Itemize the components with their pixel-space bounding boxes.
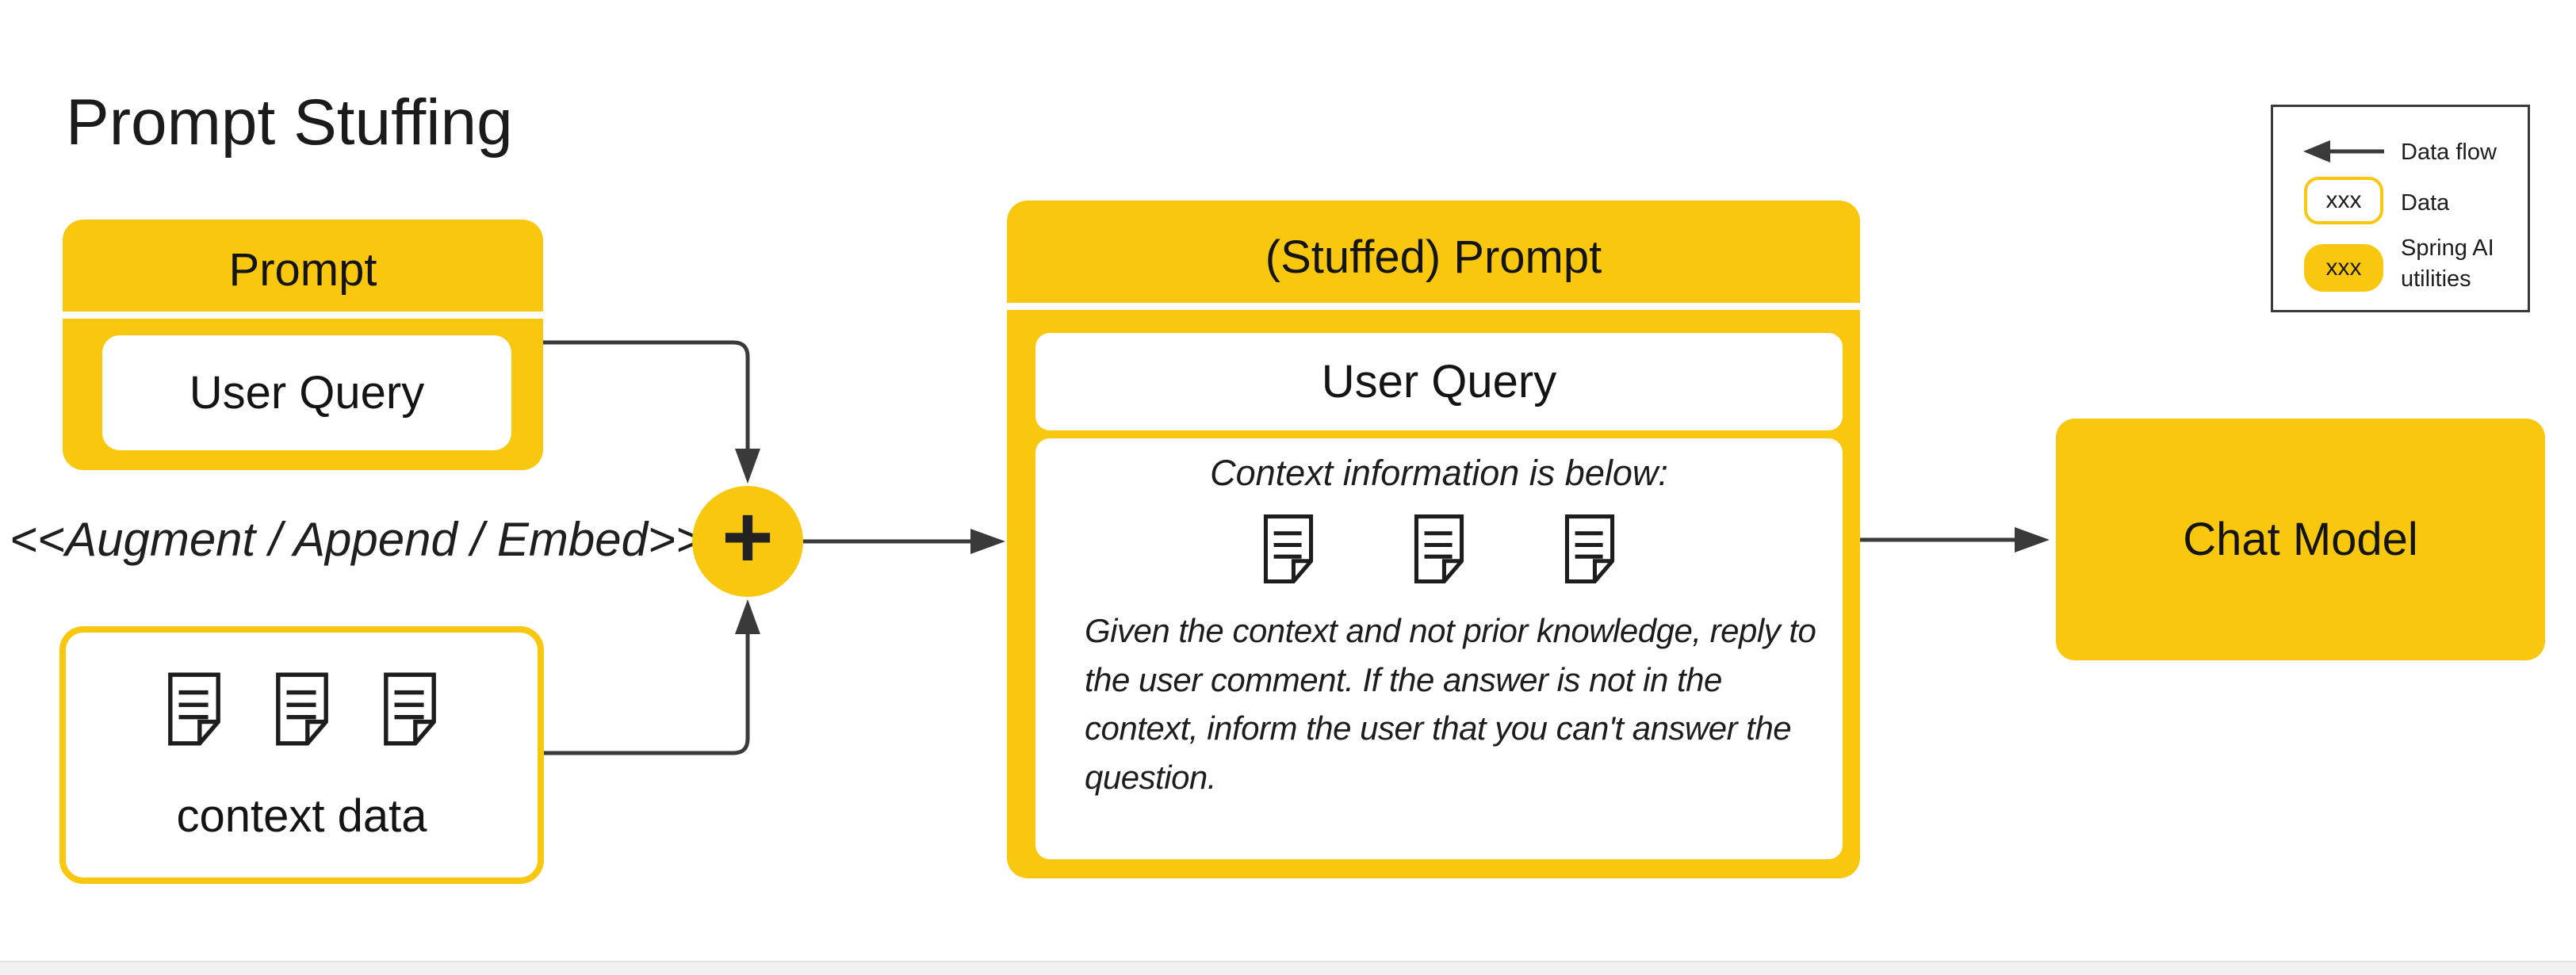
document-icon — [275, 672, 328, 746]
context-data-box: context data — [59, 626, 544, 884]
legend: Data flow xxx Data xxx Spring AI utiliti… — [2271, 105, 2530, 312]
document-icon — [167, 672, 220, 746]
legend-row-data: xxx Data — [2273, 177, 2528, 224]
arrow-plus-to-stuffed-prompt — [803, 529, 1005, 554]
context-heading: Context information is below: — [1210, 453, 1668, 493]
document-icon — [1414, 514, 1464, 584]
augment-append-embed-label: <<Augment / Append / Embed>> — [10, 513, 704, 566]
stuffed-prompt-box: (Stuffed) Prompt User Query Context info… — [1007, 201, 1860, 878]
spring-ai-sample-box: xxx — [2304, 244, 2383, 292]
prompt-box-divider — [63, 312, 543, 319]
prompt-box-title: Prompt — [228, 243, 377, 296]
user-query-label: User Query — [189, 367, 425, 419]
legend-row-data-flow: Data flow — [2273, 129, 2528, 174]
data-sample-box: xxx — [2304, 177, 2383, 224]
context-data-label: context data — [176, 790, 427, 842]
legend-row-spring-ai: xxx Spring AI utilities — [2273, 235, 2528, 292]
stuffing-instruction-text: Given the context and not prior knowledg… — [1085, 612, 1816, 797]
page-title: Prompt Stuffing — [66, 86, 513, 159]
plus-icon: + — [722, 488, 774, 587]
stuffed-user-query-label: User Query — [1321, 356, 1557, 407]
document-icon — [1564, 514, 1615, 584]
document-icon — [383, 672, 436, 746]
document-icon — [1263, 514, 1314, 584]
stuffed-docs-row — [1035, 511, 1843, 587]
data-flow-arrow-icon — [2303, 140, 2384, 162]
arrow-prompt-to-plus — [543, 340, 760, 484]
prompt-box: Prompt User Query — [63, 220, 543, 470]
stuffed-context-box: Context information is below: — [1035, 438, 1843, 859]
legend-spring-ai-label: Spring AI utilities — [2401, 235, 2494, 292]
plus-junction: + — [692, 486, 803, 597]
stuffed-user-query-box: User Query — [1035, 333, 1843, 430]
arrow-stuffed-prompt-to-chat-model — [1860, 527, 2050, 552]
viewport-bottom-strip — [0, 961, 2576, 975]
stuffed-prompt-divider — [1007, 303, 1860, 310]
legend-data-label: Data — [2401, 190, 2450, 216]
arrow-context-to-plus — [544, 599, 760, 755]
legend-data-flow-label: Data flow — [2401, 140, 2497, 165]
user-query-box: User Query — [102, 335, 511, 450]
stuffed-prompt-title: (Stuffed) Prompt — [1265, 231, 1602, 283]
chat-model-box: Chat Model — [2056, 419, 2545, 660]
context-docs-row — [66, 671, 538, 748]
chat-model-label: Chat Model — [2183, 514, 2418, 565]
